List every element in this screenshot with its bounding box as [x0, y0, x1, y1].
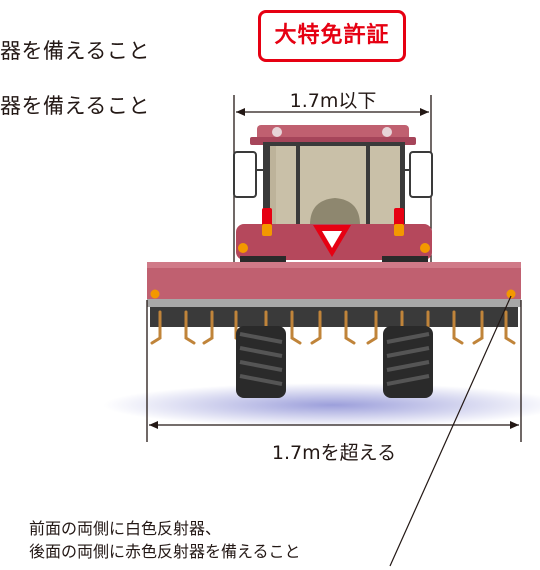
mirror-right	[409, 151, 433, 198]
mirror-left	[233, 151, 257, 198]
implement	[147, 262, 521, 304]
bottom-dimension-line	[146, 300, 522, 442]
reflector-left	[150, 289, 160, 299]
bottom-width-label: 1.7mを超える	[271, 442, 397, 464]
note-line-2: 後面の両側に赤色反射器を備えること	[29, 542, 301, 561]
leader-line	[389, 295, 512, 567]
ground-shadow	[103, 383, 540, 427]
tire-left	[236, 326, 286, 398]
license-badge: 大特免許証	[258, 10, 406, 62]
top-text-line-2: 器を備えること	[0, 94, 150, 118]
tire-right	[383, 326, 433, 398]
note-line-1: 前面の両側に白色反射器、	[29, 519, 222, 538]
top-text-line-1: 器を備えること	[0, 39, 150, 63]
top-width-label: 1.7m以下	[289, 90, 377, 112]
reflector-right	[506, 289, 516, 299]
